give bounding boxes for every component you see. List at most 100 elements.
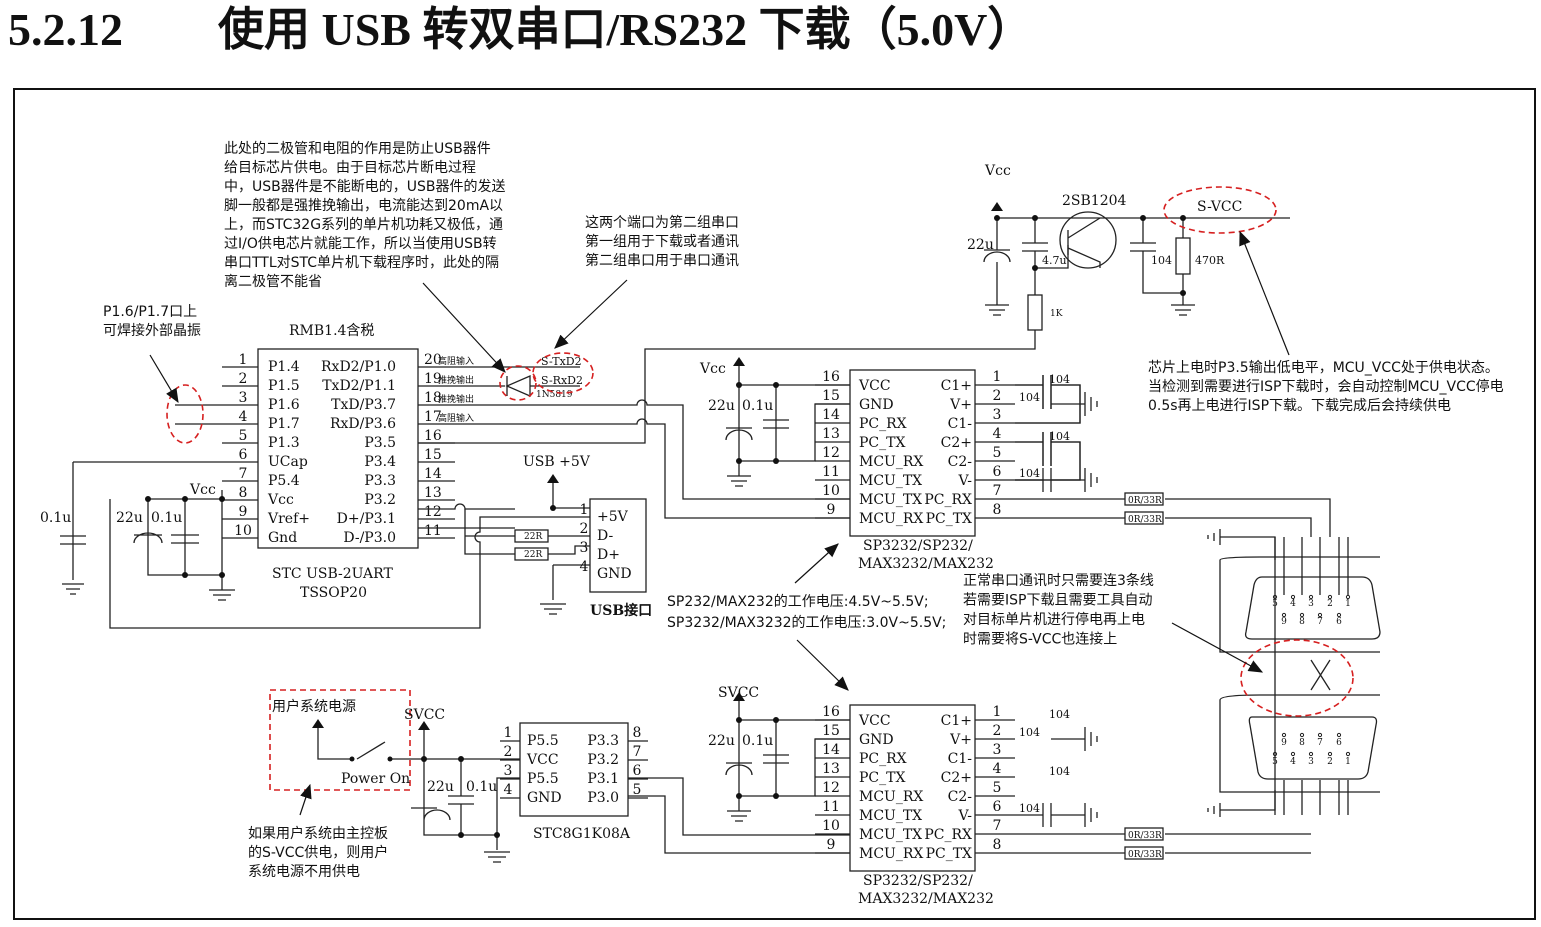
pin-number: 11 [424,523,442,539]
resistor-label: 0R/33R [1128,831,1162,841]
db9-pin-number: 3 [1308,599,1314,609]
db9-pin-number: 6 [1336,738,1342,748]
target-cap-22u-label: 22u [427,779,454,795]
pin-name: P3.0 [587,790,619,806]
vcc-label: Vcc [699,361,726,377]
note-svcc-line: 0.5s再上电进行ISP下载。下载完成后会持续供电 [1148,397,1451,414]
pin-name: V- [957,808,972,824]
note-voltage-line: SP3232/MAX3232的工作电压:3.0V~5.5V; [667,615,946,631]
pin-number: 10 [822,818,840,834]
db9-pin-number: 7 [1317,738,1323,748]
pin-name: C1- [948,751,973,767]
pin-number: 4 [993,426,1002,442]
pin-number: 9 [827,502,836,518]
usb-pin-name: D+ [597,547,620,563]
pin-drive-note: 推挽输出 [438,393,474,405]
pin-number: 11 [822,464,840,480]
target-cap-01u-label: 0.1u [466,779,497,795]
note-diode-line: 此处的二极管和电阻的作用是防止USB器件 [224,141,491,157]
highlight-diode [499,365,537,401]
note-diode-line: 离二极管不能省 [224,273,322,290]
pin-name: MCU_TX [859,492,922,508]
pin-name: PC_TX [926,846,972,862]
pin-number: 15 [822,388,840,404]
pin-number: 14 [822,407,840,423]
note-diode-line: 上，而STC32G系列的单片机功耗又极低，通 [224,217,503,233]
pin-number: 5 [993,445,1002,461]
pin-name: VCC [858,378,891,394]
highlight-s-vcc [1163,186,1277,234]
db9-pin-number: 2 [1327,599,1333,609]
pin-drive-note: 高阻输入 [438,412,474,424]
pin-number: 16 [424,428,442,444]
note-ports-line: 第一组用于下载或者通讯 [585,233,739,250]
svcc-label: SVCC [404,707,445,723]
cap-104-label: 104 [1049,430,1070,443]
pin-number: 15 [424,447,442,463]
note-xtal-line: P1.6/P1.7口上 [103,304,197,320]
pin-number: 7 [239,466,248,482]
pin-number: 8 [633,725,642,741]
pin-number: 3 [993,407,1002,423]
resistor-1k-label: 1K [1050,309,1063,319]
pin-name: P3.2 [364,492,396,508]
cap-22u-label: 22u [708,733,735,749]
pin-number: 7 [993,818,1002,834]
db9-pin-number: 9 [1281,617,1287,627]
resistor-label: 0R/33R [1128,515,1162,525]
resistor-0r-33r [1124,827,1164,841]
annotations: 此处的二极管和电阻的作用是防止USB器件给目标芯片供电。由于目标芯片断电过程中，… [103,141,1504,880]
pin-number: 13 [822,426,840,442]
section-title: 使用 USB 转双串口/RS232 下载（5.0V） [218,4,1033,55]
pin-number: 6 [633,763,642,779]
pin-number: 13 [822,761,840,777]
cap-01u-label: 0.1u [742,733,773,749]
pin-number: 4 [993,761,1002,777]
pin-name: C1+ [941,713,972,729]
note-diode-line: 中，USB器件是不能断电的，USB器件的发送 [224,179,505,195]
pin-name: RxD/P3.6 [330,416,396,432]
svcc-label: SVCC [718,685,759,701]
resistor-470r-label: 470R [1195,254,1225,267]
pin-name: P3.5 [364,435,396,451]
pin-name: P1.7 [268,416,300,432]
cap-01u-label: 0.1u [742,398,773,414]
pin-name: PC_TX [926,511,972,527]
note-user-power-line: 系统电源不用供电 [248,864,360,880]
pin-number: 3 [504,763,513,779]
note-xtal-line: 可焊接外部晶振 [103,322,201,339]
pin-number: 20 [424,352,442,368]
note-rs232-line: 正常串口通讯时只需要连3条线 [963,572,1154,589]
pin-number: 14 [424,466,442,482]
pin-number: 5 [239,428,248,444]
cap-22u-label: 22u [708,398,735,414]
resistor-0r-33r [1124,846,1164,860]
net-s-vcc: S-VCC [1197,199,1242,215]
pin-name: C2+ [941,435,972,451]
pin-number: 14 [822,742,840,758]
u1-stc-usb-2uart: RMB1.4含税 STC USB-2UART TSSOP20 [257,323,419,601]
pin-number: 19 [424,371,442,387]
pin-number: 3 [239,390,248,406]
resistor-label: 0R/33R [1128,850,1162,860]
note-diode-line: 过I/O供电芯片就能工作，所以当使用USB转 [224,235,497,252]
resistor-0r-33r [1124,492,1164,506]
pin-name: PC_RX [924,492,972,508]
pin-name: D-/P3.0 [343,530,396,546]
cap-104-label: 104 [1049,373,1070,386]
pin-name: PC_RX [859,416,907,432]
resistor-22r-1-label: 22R [524,532,542,542]
usb-connector-label: USB接口 [590,602,652,619]
pin-name: GND [527,790,562,806]
pin-number: 18 [424,390,442,406]
pin-name: VCC [526,752,559,768]
net-s-rxd2: S-RxD2 [541,374,583,387]
pin-name: P1.6 [268,397,300,413]
note-ports-line: 第二组串口用于串口通讯 [585,252,739,269]
transistor-label: 2SB1204 [1062,193,1127,209]
pin-number: 1 [504,725,513,741]
note-rs232-line: 时需要将S-VCC也连接上 [963,631,1117,648]
pin-number: 12 [822,445,840,461]
pin-number: 1 [993,369,1002,385]
